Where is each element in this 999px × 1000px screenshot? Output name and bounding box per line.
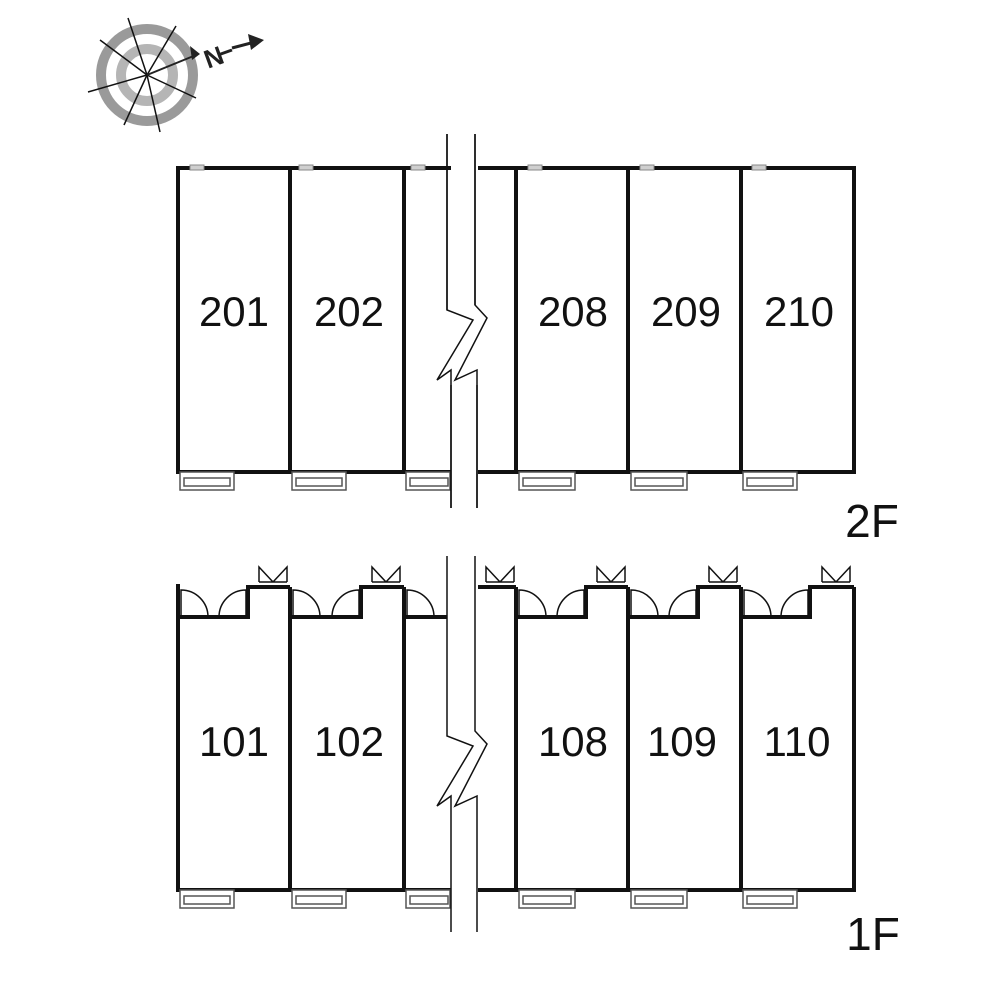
floor-label-1f: 1F (846, 908, 900, 960)
unit-110: 110 (764, 718, 831, 765)
compass-icon (87, 17, 264, 133)
unit-108: 108 (538, 718, 608, 765)
floor-2f-plan: 201 202 208 209 210 2F (176, 134, 899, 547)
unit-208: 208 (538, 288, 608, 335)
unit-101: 101 (199, 718, 269, 765)
floor-1f-plan: 101 102 108 109 110 1F (176, 556, 900, 960)
unit-102: 102 (314, 718, 384, 765)
unit-201: 201 (199, 288, 269, 335)
unit-109: 109 (647, 718, 717, 765)
floor-label-2f: 2F (845, 495, 899, 547)
unit-210: 210 (764, 288, 834, 335)
compass-north-label: N (200, 40, 228, 75)
unit-209: 209 (651, 288, 721, 335)
unit-202: 202 (314, 288, 384, 335)
